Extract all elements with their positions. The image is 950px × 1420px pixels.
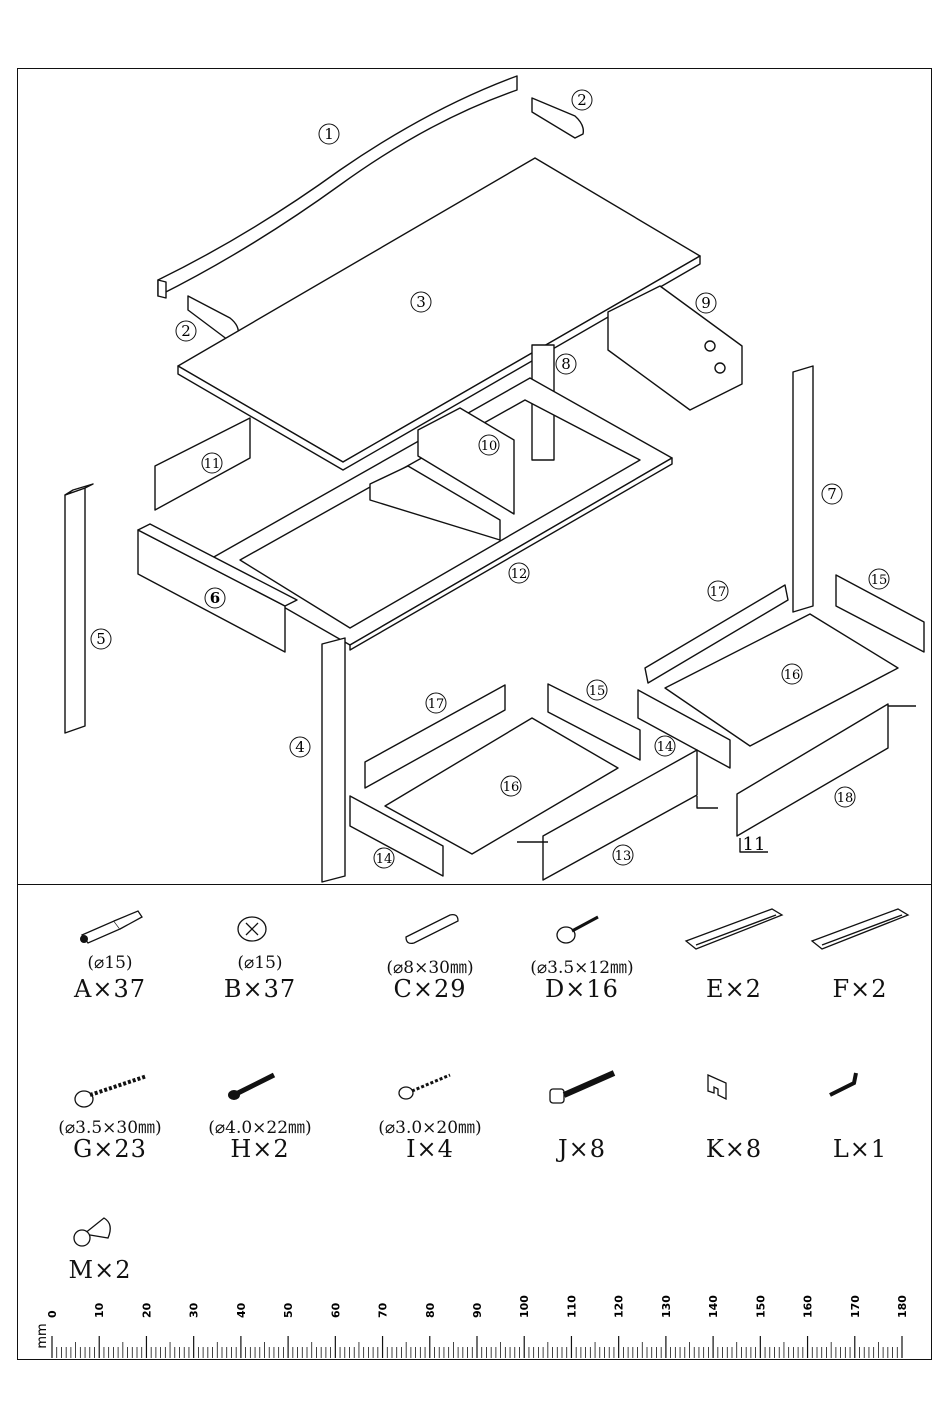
hardware-item: (⌀3.5×30㎜)G×23 <box>40 1065 180 1163</box>
hardware-code: D×16 <box>512 975 652 1003</box>
part-number-10: 10 <box>481 439 498 454</box>
hardware-code: B×37 <box>190 975 330 1003</box>
hex-bolt-icon <box>546 1065 618 1113</box>
hardware-code: F×2 <box>790 975 930 1003</box>
part-number-2: 2 <box>577 91 587 109</box>
long-screw-icon <box>74 1065 146 1113</box>
part-number-14: 14 <box>657 740 674 755</box>
allen-key-icon <box>824 1065 896 1113</box>
hardware-spec: (⌀8×30㎜) <box>360 953 500 975</box>
hardware-item: (⌀8×30㎜)C×29 <box>360 905 500 1003</box>
hardware-spec <box>790 1113 930 1135</box>
hardware-item: M×2 <box>30 1208 170 1284</box>
hardware-item: (⌀4.0×22㎜)H×2 <box>190 1065 330 1163</box>
cam-lock-icon <box>224 905 296 953</box>
knob-icon <box>64 1208 136 1256</box>
hardware-spec: (⌀3.0×20㎜) <box>360 1113 500 1135</box>
bracket-icon <box>698 1065 770 1113</box>
part-number-8: 8 <box>561 355 571 373</box>
hardware-spec <box>664 953 804 975</box>
part-number-4: 4 <box>295 738 305 756</box>
black-screw-icon <box>224 1065 296 1113</box>
margin-note: 11 <box>743 834 766 855</box>
part-number-7: 7 <box>827 485 837 503</box>
leg-7 <box>793 366 813 612</box>
hardware-code: L×1 <box>790 1135 930 1163</box>
hardware-code: E×2 <box>664 975 804 1003</box>
part-number-16: 16 <box>503 780 520 795</box>
hardware-item: F×2 <box>790 905 930 1003</box>
small-screw-icon <box>394 1065 466 1113</box>
part-number-15: 15 <box>589 684 606 699</box>
hardware-spec: (⌀3.5×12㎜) <box>512 953 652 975</box>
leg-5 <box>65 488 85 733</box>
hardware-spec: (⌀15) <box>40 953 180 975</box>
hardware-spec: (⌀15) <box>190 953 330 975</box>
hardware-item: L×1 <box>790 1065 930 1163</box>
section-divider <box>17 884 932 885</box>
hardware-spec <box>664 1113 804 1135</box>
hardware-code: C×29 <box>360 975 500 1003</box>
part-number-9: 9 <box>701 294 711 312</box>
part-number-17: 17 <box>710 585 727 600</box>
hardware-item: E×2 <box>664 905 804 1003</box>
part-number-6: 6 <box>210 589 220 607</box>
hardware-spec: (⌀4.0×22㎜) <box>190 1113 330 1135</box>
hardware-item: (⌀3.5×12㎜)D×16 <box>512 905 652 1003</box>
hardware-item: J×8 <box>512 1065 652 1163</box>
cam-bolt-icon <box>74 905 146 953</box>
short-screw-icon <box>546 905 618 953</box>
hardware-code: J×8 <box>512 1135 652 1163</box>
leg-4 <box>322 638 345 882</box>
hardware-item: (⌀15)B×37 <box>190 905 330 1003</box>
part-number-15: 15 <box>871 573 888 588</box>
part-number-2: 2 <box>181 322 191 340</box>
part-number-3: 3 <box>416 293 426 311</box>
hardware-spec: (⌀3.5×30㎜) <box>40 1113 180 1135</box>
part-number-17: 17 <box>428 697 445 712</box>
hardware-spec <box>790 953 930 975</box>
part-number-5: 5 <box>96 630 106 648</box>
panel-side-9 <box>608 286 742 410</box>
part-number-14: 14 <box>376 852 393 867</box>
hardware-code: K×8 <box>664 1135 804 1163</box>
hardware-item: K×8 <box>664 1065 804 1163</box>
drawer-slide-right-icon <box>808 905 912 953</box>
drawer-slide-left-icon <box>682 905 786 953</box>
wooden-dowel-icon <box>394 905 466 953</box>
part-number-11: 11 <box>204 457 221 472</box>
part-number-18: 18 <box>837 791 854 806</box>
hardware-code: A×37 <box>40 975 180 1003</box>
hardware-item: (⌀15)A×37 <box>40 905 180 1003</box>
part-number-13: 13 <box>615 849 632 864</box>
part-number-12: 12 <box>511 567 528 582</box>
hardware-code: I×4 <box>360 1135 500 1163</box>
hardware-item: (⌀3.0×20㎜)I×4 <box>360 1065 500 1163</box>
part-number-1: 1 <box>324 125 334 143</box>
hardware-spec <box>512 1113 652 1135</box>
hardware-code: M×2 <box>30 1256 170 1284</box>
hardware-code: H×2 <box>190 1135 330 1163</box>
part-number-16: 16 <box>784 668 801 683</box>
hardware-code: G×23 <box>40 1135 180 1163</box>
